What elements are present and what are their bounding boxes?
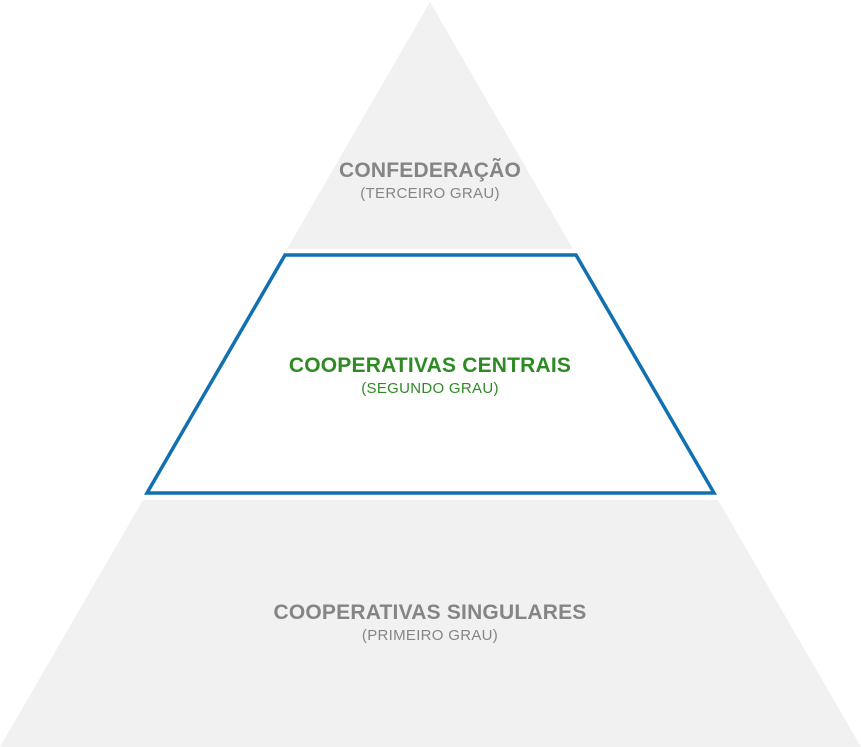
tier-confederacao-title: CONFEDERAÇÃO — [339, 159, 521, 182]
tier-cooperativas-centrais-title: COOPERATIVAS CENTRAIS — [289, 354, 571, 377]
tier-confederacao-shape — [287, 2, 573, 249]
tier-cooperativas-singulares-subtitle: (PRIMEIRO GRAU) — [362, 627, 498, 644]
tier-cooperativas-singulares-title: COOPERATIVAS SINGULARES — [273, 601, 586, 624]
tier-cooperativas-singulares-shape — [0, 500, 861, 747]
tier-cooperativas-centrais-shape — [143, 253, 718, 495]
tier-confederacao-subtitle: (TERCEIRO GRAU) — [360, 185, 500, 202]
tier-cooperativas-centrais-subtitle: (SEGUNDO GRAU) — [361, 380, 499, 397]
